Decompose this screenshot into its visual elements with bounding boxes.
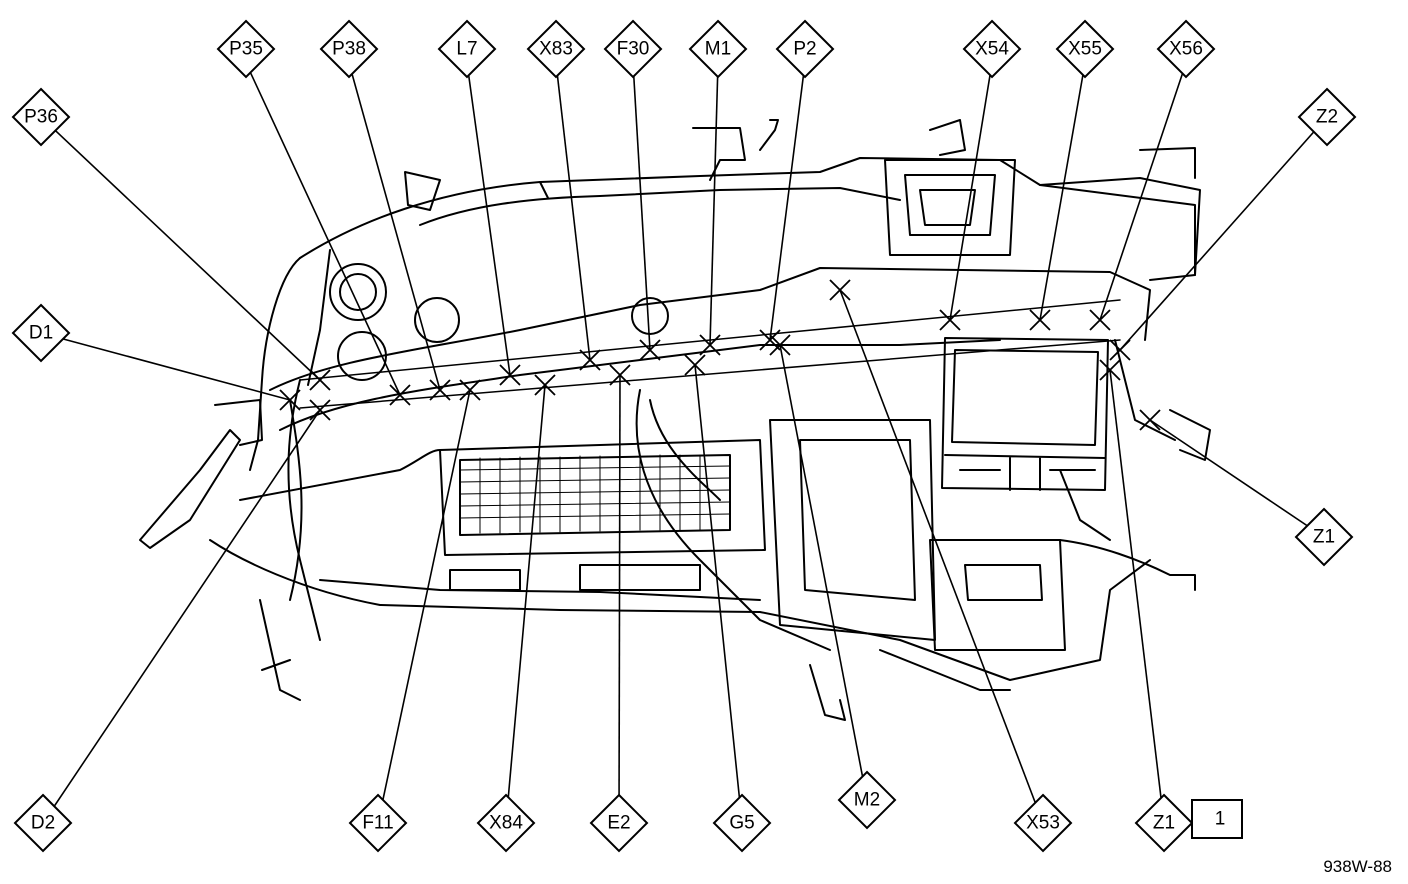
callout-label: M2 — [854, 790, 880, 811]
sheet-reference-number: 1 — [1215, 809, 1226, 830]
callout-label: X55 — [1068, 39, 1102, 60]
callout-M1: M1 — [688, 19, 748, 79]
callout-X53: X53 — [1013, 793, 1073, 853]
callout-D2: D2 — [13, 793, 73, 853]
callout-label: P38 — [332, 39, 366, 60]
callout-label: L7 — [456, 39, 477, 60]
callout-Z2: Z2 — [1297, 87, 1357, 147]
harness-tie-marks — [279, 279, 1161, 431]
callout-P36: P36 — [11, 87, 71, 147]
callout-label: Z1 — [1313, 527, 1335, 548]
callout-label: F30 — [617, 39, 650, 60]
callout-F11: F11 — [348, 793, 408, 853]
callout-Z1-bottom: Z1 — [1134, 793, 1194, 853]
callout-label: Z1 — [1153, 813, 1175, 834]
callout-label: F11 — [362, 813, 393, 834]
callout-X84: X84 — [476, 793, 536, 853]
callout-X54: X54 — [962, 19, 1022, 79]
callout-P2: P2 — [775, 19, 835, 79]
callout-F30: F30 — [603, 19, 663, 79]
callout-Z1-right: Z1 — [1294, 507, 1354, 567]
callouts: P35 P38 L7 X83 F30 M1 P2 X54 — [11, 19, 1357, 853]
callout-D1: D1 — [11, 303, 71, 363]
callout-label: E2 — [607, 813, 630, 834]
sheet-reference-box: 1 — [1191, 799, 1243, 839]
figure-id: 938W-88 — [1323, 857, 1392, 876]
callout-label: X53 — [1026, 813, 1060, 834]
callout-X83: X83 — [526, 19, 586, 79]
callout-label: Z2 — [1316, 107, 1338, 128]
callout-X55: X55 — [1055, 19, 1115, 79]
callout-M2: M2 — [837, 770, 897, 830]
callout-E2: E2 — [589, 793, 649, 853]
callout-P38: P38 — [319, 19, 379, 79]
callout-label: X56 — [1169, 39, 1203, 60]
callout-label: P36 — [24, 107, 58, 128]
callout-label: P35 — [229, 39, 263, 60]
callout-label: M1 — [705, 39, 731, 60]
callout-label: G5 — [729, 813, 754, 834]
callout-label: D2 — [31, 813, 55, 834]
callout-X56: X56 — [1156, 19, 1216, 79]
instrument-panel-drawing — [139, 119, 1211, 721]
callout-P35: P35 — [216, 19, 276, 79]
callout-G5: G5 — [712, 793, 772, 853]
leader-lines — [40, 62, 1328, 824]
callout-label: P2 — [793, 39, 816, 60]
callout-label: X84 — [489, 813, 523, 834]
callout-label: D1 — [29, 323, 53, 344]
callout-label: X83 — [539, 39, 573, 60]
callout-L7: L7 — [437, 19, 497, 79]
callout-label: X54 — [975, 39, 1009, 60]
